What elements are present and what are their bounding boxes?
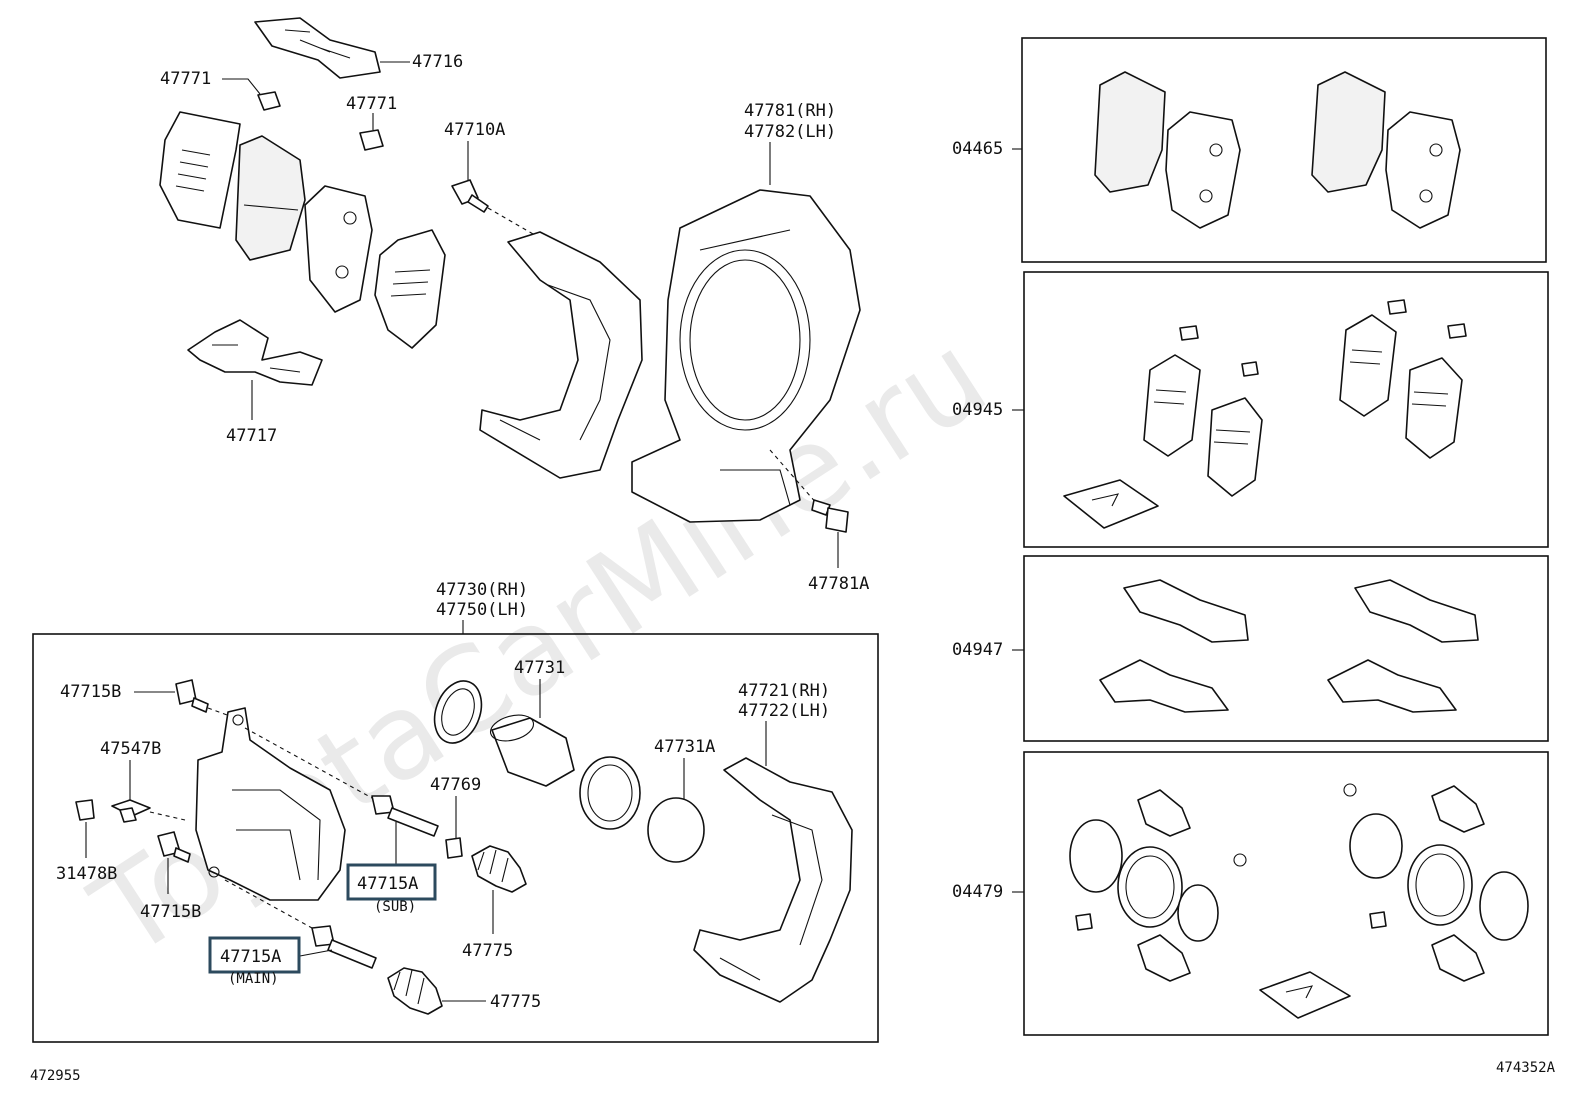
label-47782-lh: 47782(LH)	[744, 122, 836, 142]
label-47775-b: 47775	[490, 992, 541, 1012]
footer-right-code: 474352A	[1496, 1060, 1556, 1076]
kit-04945-shims-a	[1143, 325, 1263, 497]
kit-code-04465: 04465	[952, 139, 1003, 159]
label-47715A-sub[interactable]: 47715A	[357, 874, 418, 894]
bushing-47769[interactable]	[445, 837, 463, 859]
cylinder-body[interactable]	[195, 707, 346, 901]
label-31478B: 31478B	[56, 864, 117, 884]
label-47731: 47731	[514, 658, 565, 678]
clip-47771-b[interactable]	[359, 129, 384, 151]
highlight-47715A-sub	[346, 863, 437, 901]
label-47769: 47769	[430, 775, 481, 795]
label-47715A-main[interactable]: 47715A	[220, 947, 281, 967]
label-47781A: 47781A	[808, 574, 869, 594]
kit-box-04945[interactable]	[1023, 271, 1549, 548]
cylinder-boot[interactable]	[579, 756, 641, 830]
slide-pin-47715A-sub[interactable]	[371, 795, 439, 837]
bleeder-plug-47715B-top[interactable]	[175, 679, 209, 713]
cylinder-assembly-box	[32, 633, 879, 1043]
label-47730-rh: 47730(RH)	[436, 580, 528, 600]
kit-04945-shims-b	[1339, 299, 1467, 459]
note-sub: (SUB)	[374, 899, 416, 915]
anti-squeal-shim-right[interactable]	[374, 229, 446, 349]
label-47547B: 47547B	[100, 739, 161, 759]
bleeder-plug-47715B-bottom[interactable]	[157, 831, 191, 863]
footer-left-code: 472955	[30, 1068, 81, 1084]
note-main: (MAIN)	[228, 971, 279, 987]
bleeder-plug-47547B[interactable]	[111, 799, 151, 823]
label-47781-rh: 47781(RH)	[744, 101, 836, 121]
kit-box-04947[interactable]	[1023, 555, 1549, 742]
bolt-47710A[interactable]	[451, 179, 489, 213]
label-47717: 47717	[226, 426, 277, 446]
kit-04479-seals-a	[1069, 789, 1247, 982]
bolt-path-47710A	[487, 207, 541, 239]
watermark: ToyotaCarMine.ru	[69, 306, 1010, 984]
slide-bushing-boot-47775-a[interactable]	[471, 845, 527, 893]
label-47750-lh: 47750(LH)	[436, 600, 528, 620]
label-47722-lh: 47722(LH)	[738, 701, 830, 721]
piston-seal-47731A[interactable]	[647, 797, 705, 863]
kit-code-04479: 04479	[952, 882, 1003, 902]
path-47715A-main	[224, 879, 313, 929]
clip-47771-a[interactable]	[257, 91, 281, 111]
brake-pad-inner[interactable]	[304, 185, 373, 313]
label-47715B-bottom: 47715B	[140, 902, 201, 922]
kit-04479-seals-b	[1343, 783, 1529, 982]
label-47715B-top: 47715B	[60, 682, 121, 702]
label-47731A: 47731A	[654, 737, 715, 757]
piston-47731[interactable]	[488, 711, 575, 787]
label-47775-a: 47775	[462, 941, 513, 961]
kit-04945-grease-packet	[1063, 479, 1159, 529]
kit-04479-grease-packet	[1259, 971, 1351, 1019]
cylinder-boot-ring[interactable]	[426, 674, 489, 749]
slide-bushing-boot-47775-b[interactable]	[387, 967, 443, 1015]
path-47715A-sub	[244, 727, 373, 799]
anti-squeal-shim-47716[interactable]	[254, 17, 381, 79]
kit-04947-shims-a	[1099, 579, 1249, 713]
brake-pad-outer[interactable]	[235, 135, 306, 261]
label-47721-rh: 47721(RH)	[738, 681, 830, 701]
path-47715B-top	[207, 707, 231, 717]
kit-box-04479[interactable]	[1023, 751, 1549, 1036]
disc-brake-dust-cover[interactable]	[631, 189, 861, 523]
disc-brake-cylinder-mounting[interactable]	[479, 231, 643, 479]
kit-box-04465[interactable]	[1021, 37, 1547, 263]
slide-pin-47715A-main[interactable]	[311, 925, 377, 969]
highlight-47715A-main	[208, 936, 301, 974]
kit-code-04945: 04945	[952, 400, 1003, 420]
label-47710A: 47710A	[444, 120, 505, 140]
path-47547B	[149, 811, 186, 821]
cap-31478B[interactable]	[75, 799, 95, 821]
kit-code-04947: 04947	[952, 640, 1003, 660]
kit-04947-shims-b	[1327, 579, 1479, 713]
anti-squeal-shim-left[interactable]	[159, 111, 241, 229]
label-47716: 47716	[412, 52, 463, 72]
caliper-bracket-47721[interactable]	[693, 757, 853, 1003]
anti-squeal-shim-47717[interactable]	[187, 319, 323, 386]
leader-47771-a	[222, 78, 261, 95]
label-47771-b: 47771	[346, 94, 397, 114]
kit-04465-pads-b	[1311, 71, 1461, 229]
bolt-47781A[interactable]	[811, 499, 849, 533]
label-47771-a: 47771	[160, 69, 211, 89]
leader-47715A-main	[299, 949, 333, 957]
kit-04465-pads-a	[1094, 71, 1241, 229]
